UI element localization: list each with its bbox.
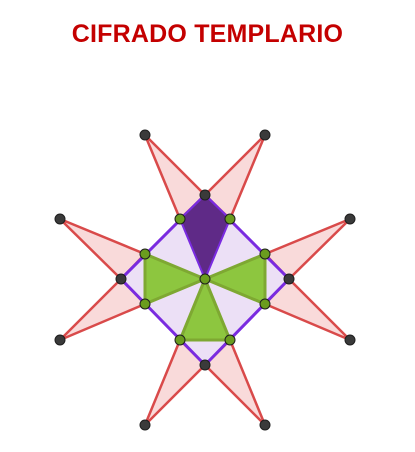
page-title: CIFRADO TEMPLARIO <box>71 20 344 48</box>
point-outer <box>54 334 66 346</box>
outer-spikes <box>58 133 352 427</box>
inner-triangle-bottom <box>178 277 232 342</box>
inner-triangle-left <box>143 252 207 306</box>
inner-triangles <box>143 194 267 342</box>
point-inner <box>259 298 271 310</box>
point-inner <box>174 213 186 225</box>
point-inner <box>224 334 236 346</box>
point-outer <box>54 213 66 225</box>
point-square-vertex <box>199 189 211 201</box>
point-outer <box>139 419 151 431</box>
point-outer <box>344 213 356 225</box>
point-outer <box>259 129 271 141</box>
point-square-vertex <box>115 273 127 285</box>
point-inner <box>259 248 271 260</box>
point-inner <box>139 248 151 260</box>
point-square-vertex <box>283 273 295 285</box>
point-center <box>199 273 211 285</box>
point-outer <box>139 129 151 141</box>
point-inner <box>174 334 186 346</box>
diagram-points <box>54 129 356 431</box>
point-square-vertex <box>199 359 211 371</box>
point-inner <box>224 213 236 225</box>
inner-triangle-right <box>203 252 267 306</box>
point-inner <box>139 298 151 310</box>
point-outer <box>259 419 271 431</box>
point-outer <box>344 334 356 346</box>
